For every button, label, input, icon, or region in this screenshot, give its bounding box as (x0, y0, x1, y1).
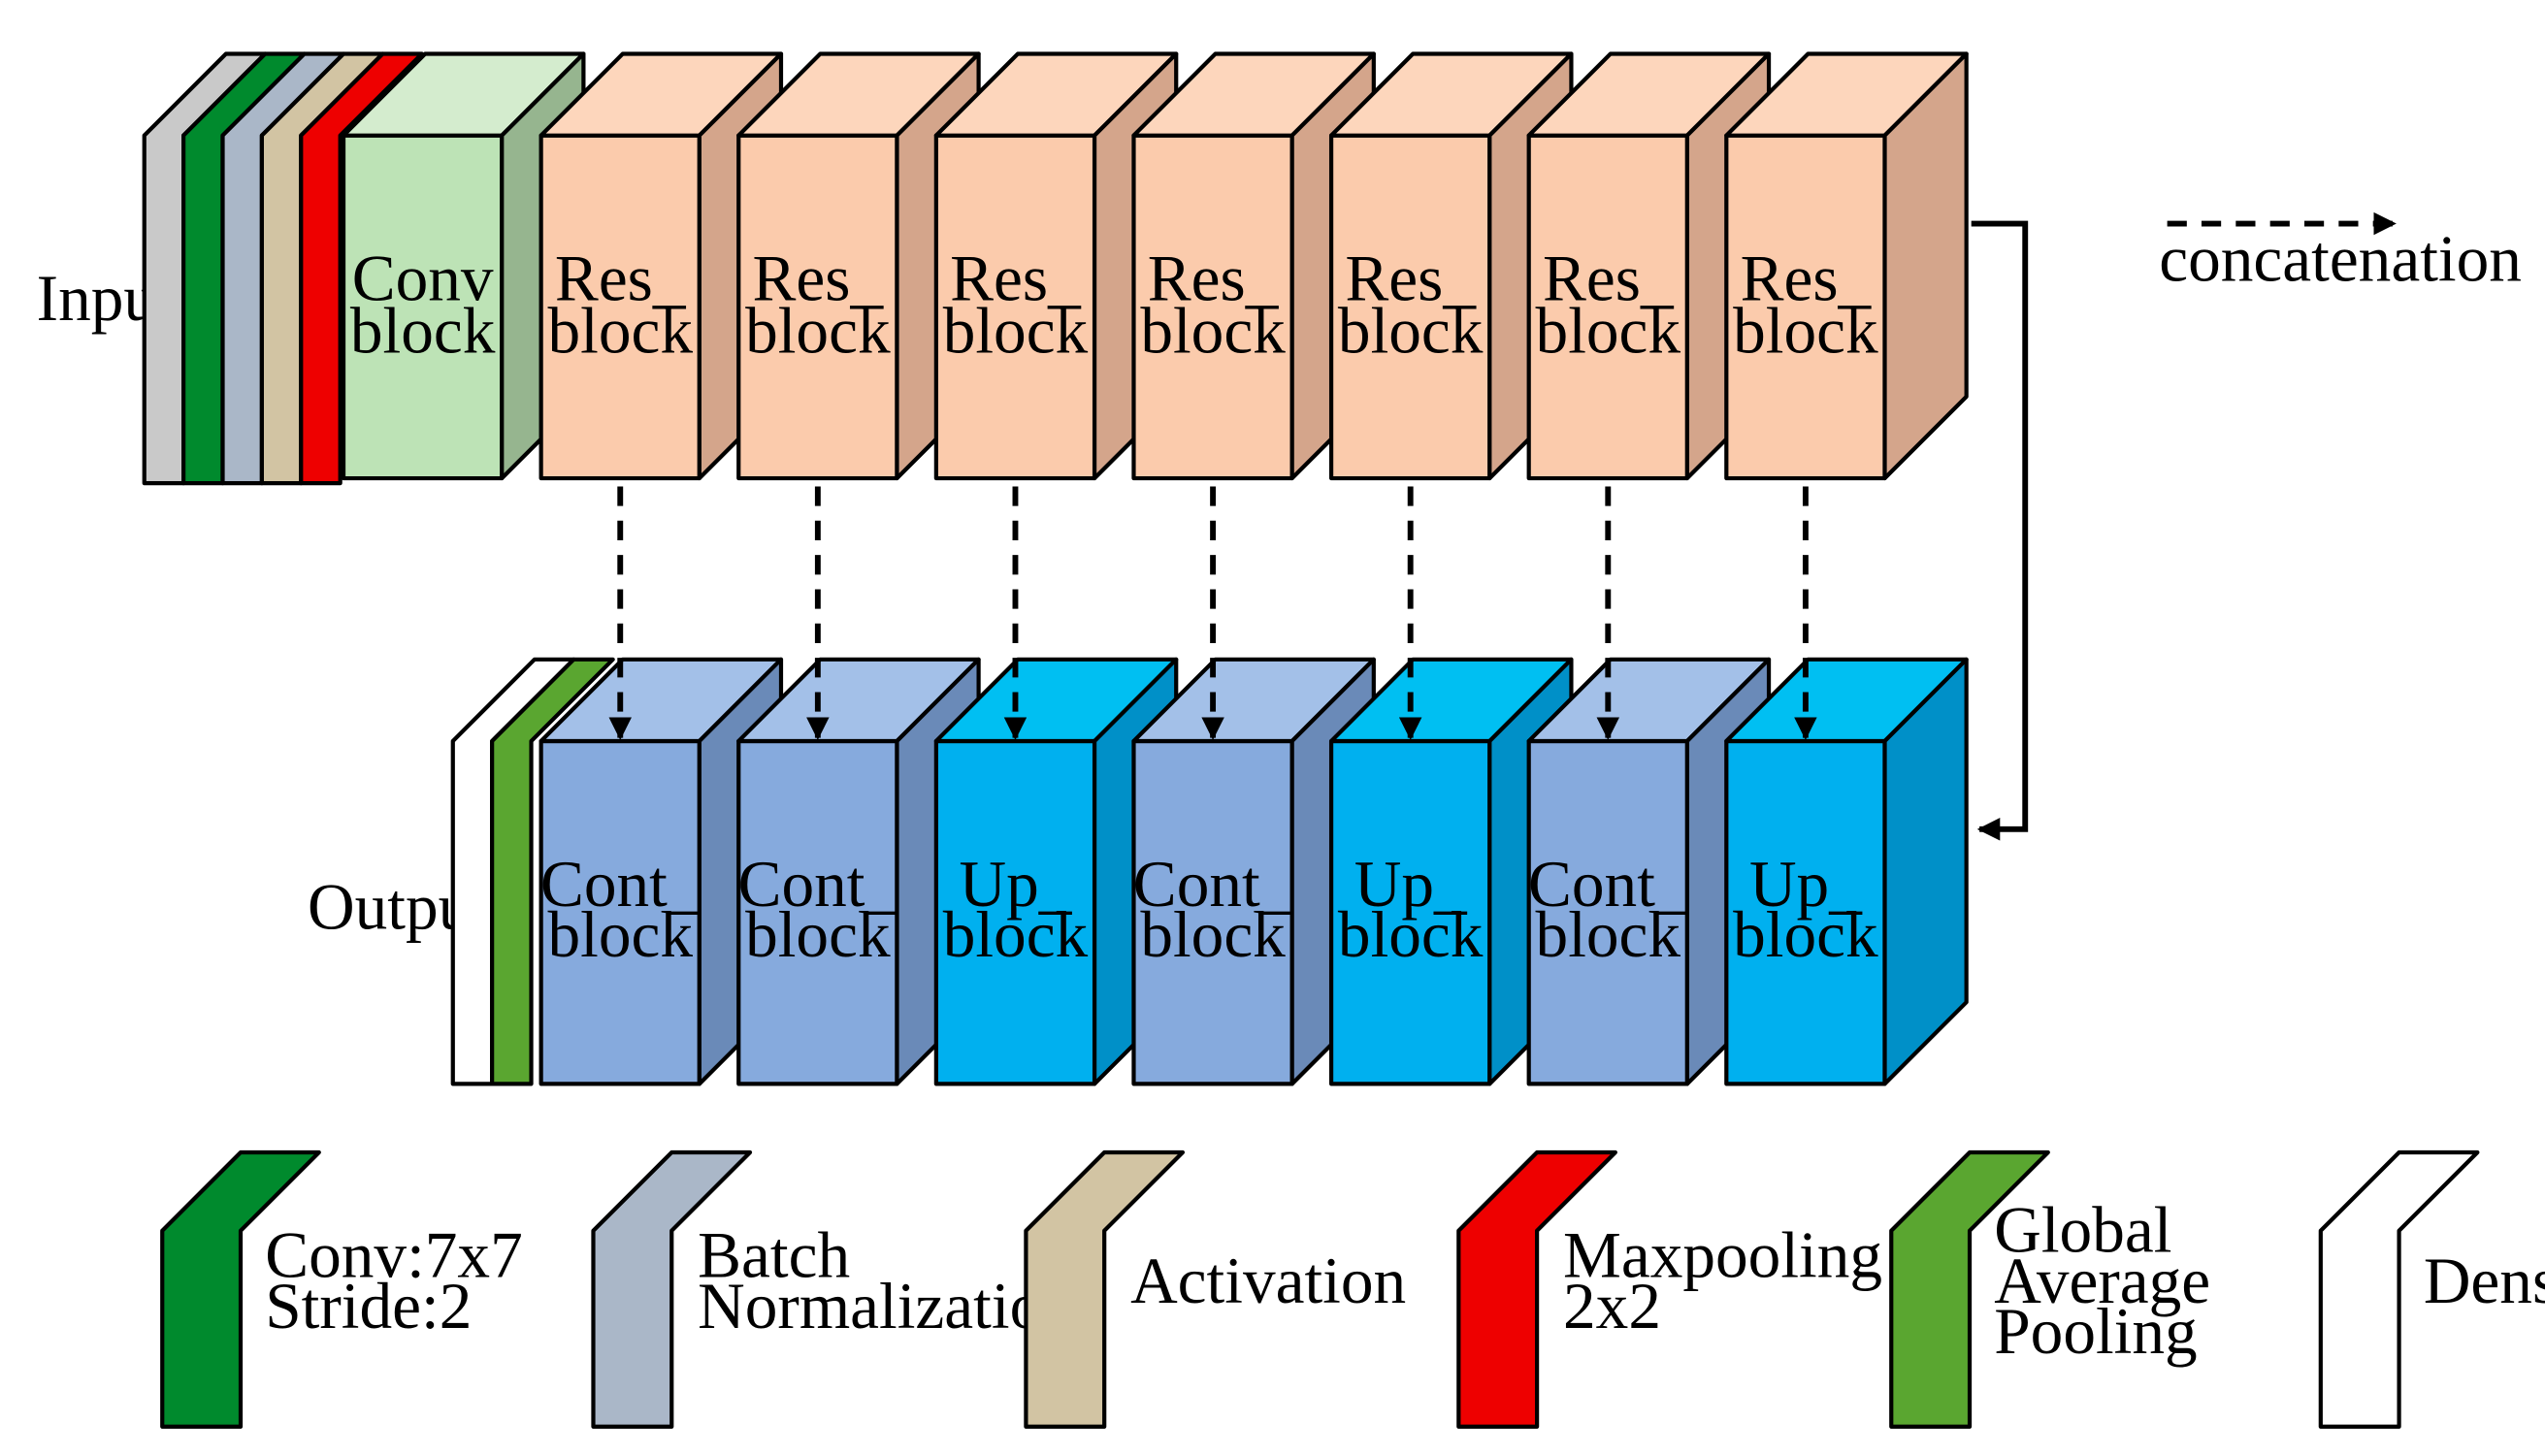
cube-side-face (1882, 657, 1969, 1086)
up-block-label-line1: Up_ (960, 848, 1073, 921)
cont-block-label-line1: Cont_ (1133, 848, 1294, 921)
skip-connections (608, 486, 1817, 740)
res-block-label-line2: block (943, 294, 1089, 367)
legend-global-average-pooling-label: Pooling (1994, 1295, 2197, 1368)
legend-activation-label: Activation (1130, 1245, 1406, 1317)
concatenation-label: concatenation (2159, 222, 2522, 295)
decoder-row: Cont_blockCont_blockUp_blockCont_blockUp… (538, 657, 1969, 1086)
legend-item-dense: Dense (2318, 1149, 2545, 1429)
res-block-7: Res_block (1724, 51, 1969, 481)
legend-conv-swatch (160, 1149, 321, 1429)
input-maxpooling-layer (299, 51, 424, 486)
legend-maxpooling-label: 2x2 (1563, 1270, 1661, 1343)
bottleneck-connector (1971, 220, 2029, 841)
legend-dense-swatch (2318, 1149, 2480, 1429)
cont-block-label-line1: Cont_ (738, 848, 899, 921)
legend-batch-normalization-label: Batch (698, 1219, 850, 1292)
res-block-label-line1: Res_ (1345, 243, 1477, 315)
legend-dense-label: Dense (2424, 1245, 2545, 1317)
res-block-label-line1: Res_ (753, 243, 885, 315)
cont-block-label-line2: block (1536, 898, 1681, 971)
cube-side-face (1882, 51, 1969, 481)
legend-conv-label: Conv:7x7 (265, 1219, 522, 1292)
up-block-label-line2: block (943, 898, 1089, 971)
concatenation-legend: concatenation (2159, 211, 2522, 295)
res-block-label-line2: block (547, 294, 693, 367)
up-block-label-line2: block (1733, 898, 1878, 971)
res-block-label-line2: block (1733, 294, 1878, 367)
up-block-label-line1: Up_ (1749, 848, 1863, 921)
res-block-label-line2: block (745, 294, 891, 367)
res-block-label-line1: Res_ (1543, 243, 1675, 315)
up-block-label-line1: Up_ (1354, 848, 1468, 921)
output-layer-stack (450, 657, 615, 1086)
conv-block-label-line1: Conv (352, 243, 494, 315)
legend-global-average-pooling-swatch (1889, 1149, 2050, 1429)
input-layer-stack (142, 51, 424, 486)
output-global-average-pooling-layer (490, 657, 615, 1086)
res-block-label-line2: block (1140, 294, 1286, 367)
up-block-7: Up_block (1724, 657, 1969, 1086)
res-block-label-line1: Res_ (1741, 243, 1873, 315)
res-block-label-line1: Res_ (555, 243, 687, 315)
res-block-label-line2: block (1536, 294, 1681, 367)
res-block-label-line2: block (1338, 294, 1484, 367)
legend-global-average-pooling-label: Average (1994, 1245, 2210, 1317)
res-block-4: Res_block (1131, 51, 1376, 481)
res-block-label-line1: Res_ (950, 243, 1082, 315)
legend-maxpooling-swatch (1456, 1149, 1617, 1429)
legend-conv-label: Stride:2 (265, 1270, 472, 1343)
cont-block-label-line2: block (547, 898, 693, 971)
legend-batch-normalization-swatch (591, 1149, 753, 1429)
cont-block-label-line2: block (1140, 898, 1286, 971)
res-block-label-line1: Res_ (1148, 243, 1280, 315)
encoder-row: ConvblockRes_blockRes_blockRes_blockRes_… (341, 51, 1969, 481)
up-block-label-line2: block (1338, 898, 1484, 971)
conv-block-label-line2: block (350, 294, 496, 367)
cont-block-label-line1: Cont_ (540, 848, 702, 921)
legend-maxpooling-label: Maxpooling (1563, 1219, 1882, 1292)
legend-batch-normalization-label: Normalization (698, 1270, 1075, 1343)
cont-block-label-line1: Cont_ (1528, 848, 1689, 921)
legend-global-average-pooling-label: Global (1994, 1194, 2171, 1267)
bridge-arrow (1971, 220, 2029, 841)
legend-activation-swatch (1024, 1149, 1186, 1429)
cont-block-label-line2: block (745, 898, 891, 971)
legend-item-activation: Activation (1024, 1149, 1406, 1429)
